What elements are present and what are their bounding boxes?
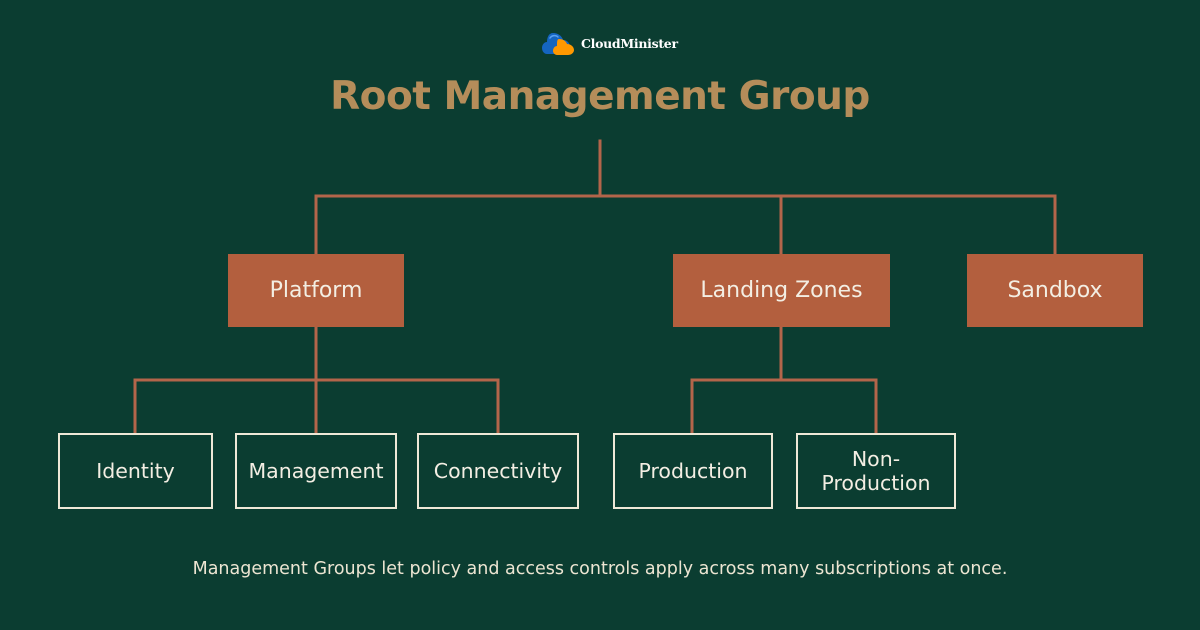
leaf-connectivity: Connectivity <box>417 433 579 509</box>
brand: CloudMinister <box>541 28 678 58</box>
leaf-identity: Identity <box>58 433 213 509</box>
leaf-production: Production <box>613 433 773 509</box>
diagram-caption: Management Groups let policy and access … <box>192 559 1008 579</box>
brand-name: CloudMinister <box>581 35 678 51</box>
leaf-non-production: Non- Production <box>796 433 956 509</box>
group-sandbox: Sandbox <box>967 254 1143 327</box>
leaf-management: Management <box>235 433 397 509</box>
group-platform: Platform <box>228 254 404 327</box>
root-management-group-title: Root Management Group <box>330 74 870 119</box>
group-landing-zones: Landing Zones <box>673 254 890 327</box>
cloud-logo-icon <box>542 33 574 55</box>
